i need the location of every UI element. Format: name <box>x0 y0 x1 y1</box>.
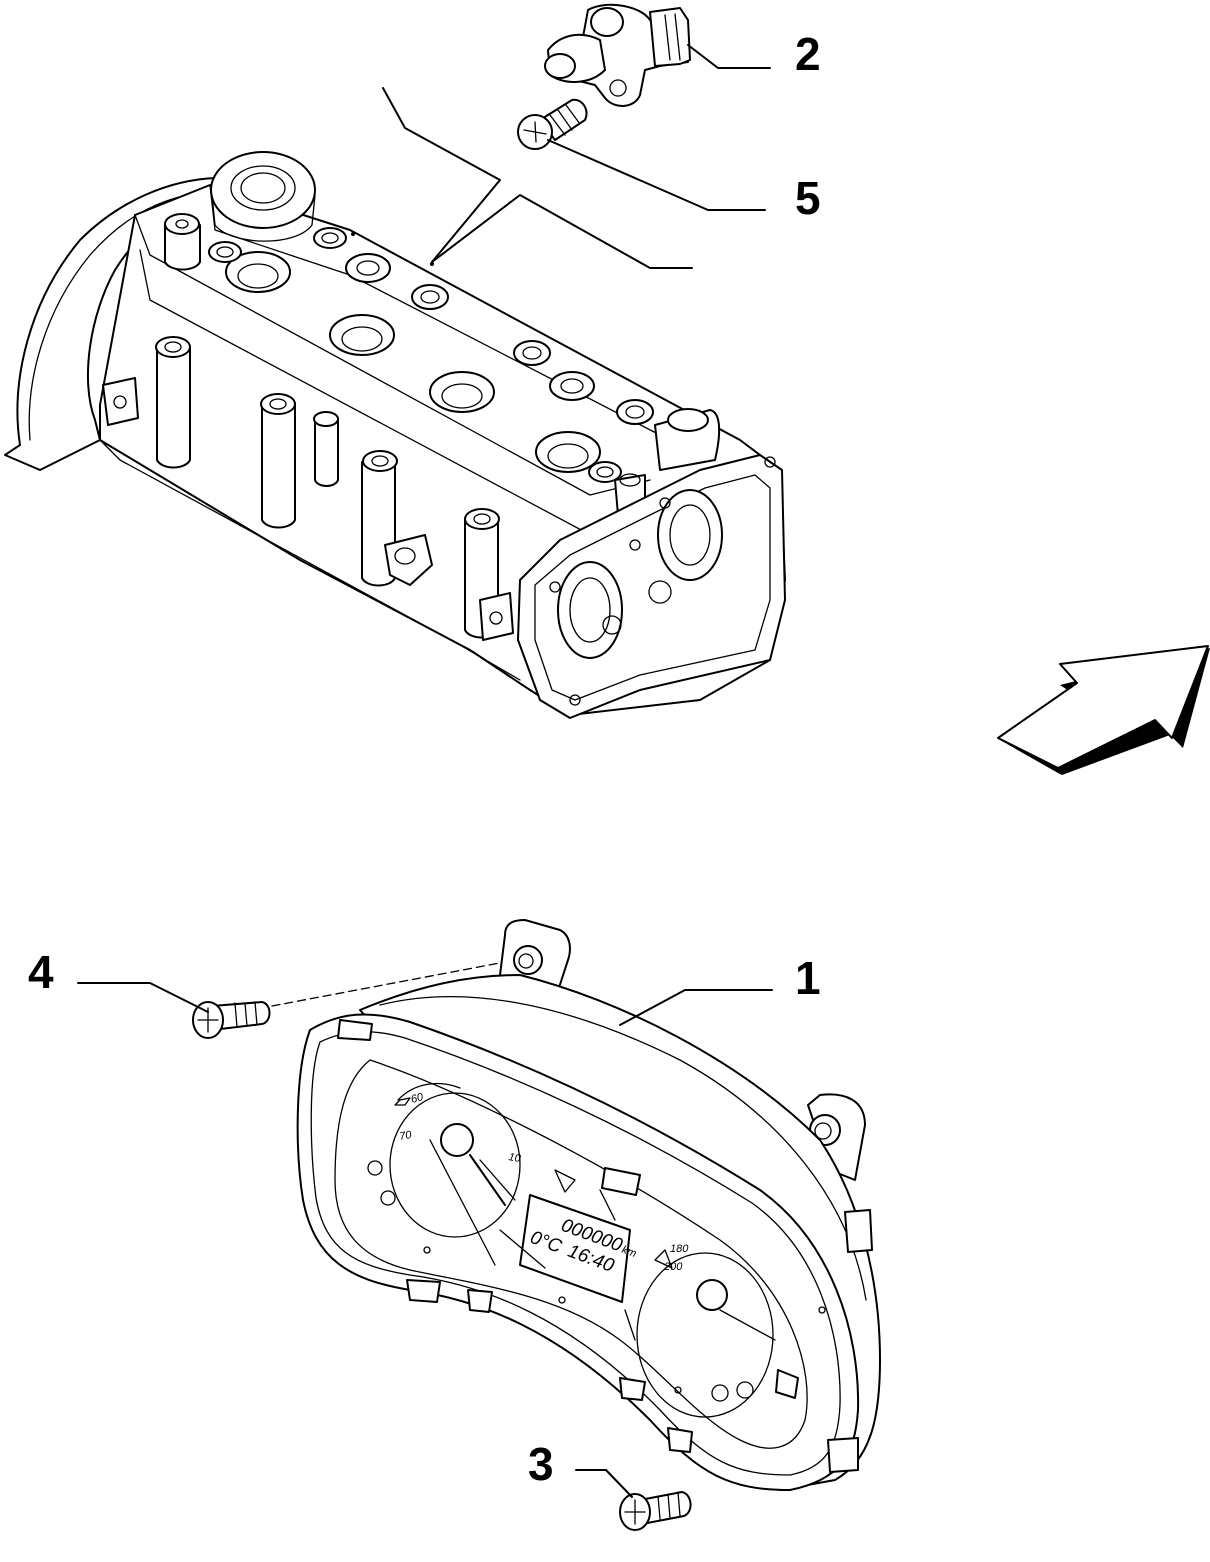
callout-1: 1 <box>795 952 821 1004</box>
speedo-label-180: 180 <box>670 1243 689 1255</box>
lcd-unit: km <box>620 1244 638 1260</box>
tach-label-10: 10 <box>507 1151 522 1165</box>
screw-part-3 <box>619 1491 692 1531</box>
leader-line-3 <box>575 1469 633 1498</box>
leader-line-4 <box>77 982 209 1013</box>
arrow-icon <box>997 645 1210 775</box>
tach-label-70: 70 <box>398 1129 413 1143</box>
screw-part-4 <box>192 961 506 1039</box>
leader-lines-top <box>382 87 693 269</box>
screw-part-5 <box>517 98 588 150</box>
speedo-label-200: 200 <box>663 1261 683 1273</box>
leader-line-5 <box>547 139 766 211</box>
callout-3: 3 <box>528 1438 554 1490</box>
callout-2: 2 <box>795 28 821 80</box>
callout-5: 5 <box>795 172 821 224</box>
tach-label-60: 60 <box>410 1091 426 1106</box>
sensor-part <box>544 3 691 107</box>
leader-line-2 <box>687 44 771 69</box>
cylinder-head <box>4 151 786 719</box>
instrument-cluster: 60 70 10 180 200 000000 km 0°C 16:40 <box>296 919 881 1491</box>
callout-4: 4 <box>28 946 54 998</box>
leader-line-1 <box>619 989 773 1026</box>
